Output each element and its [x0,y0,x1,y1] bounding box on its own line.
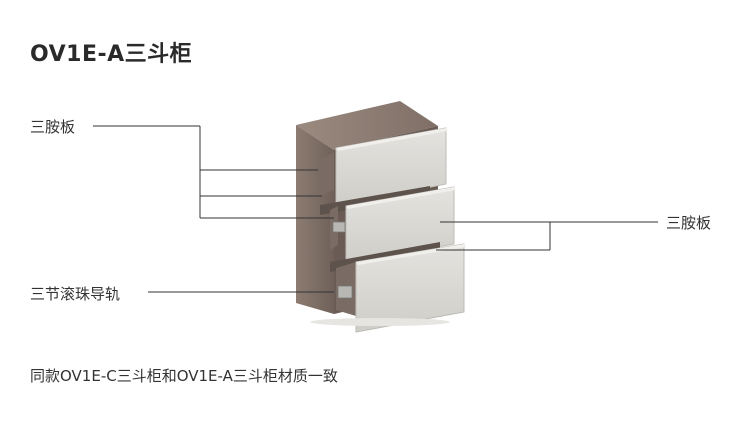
label-melamine-board-right: 三胺板 [666,214,712,232]
drawer-1-top-edge [336,128,448,151]
drawer-1-side [320,152,334,196]
caption-material-note: 同款OV1E-C三斗柜和OV1E-A三斗柜材质一致 [30,367,338,385]
drawer-2-rail [332,221,346,233]
drawer-3-rail [337,285,353,299]
label-ball-bearing-rail: 三节滚珠导轨 [30,285,121,303]
cabinet-top [296,101,438,150]
cabinet-shadow [310,318,450,326]
drawer-3-top-edge [356,244,466,265]
page-title: OV1E-A三斗柜 [30,42,193,67]
drawer-2-top-edge [346,187,456,209]
label-melamine-board-left: 三胺板 [30,118,76,136]
